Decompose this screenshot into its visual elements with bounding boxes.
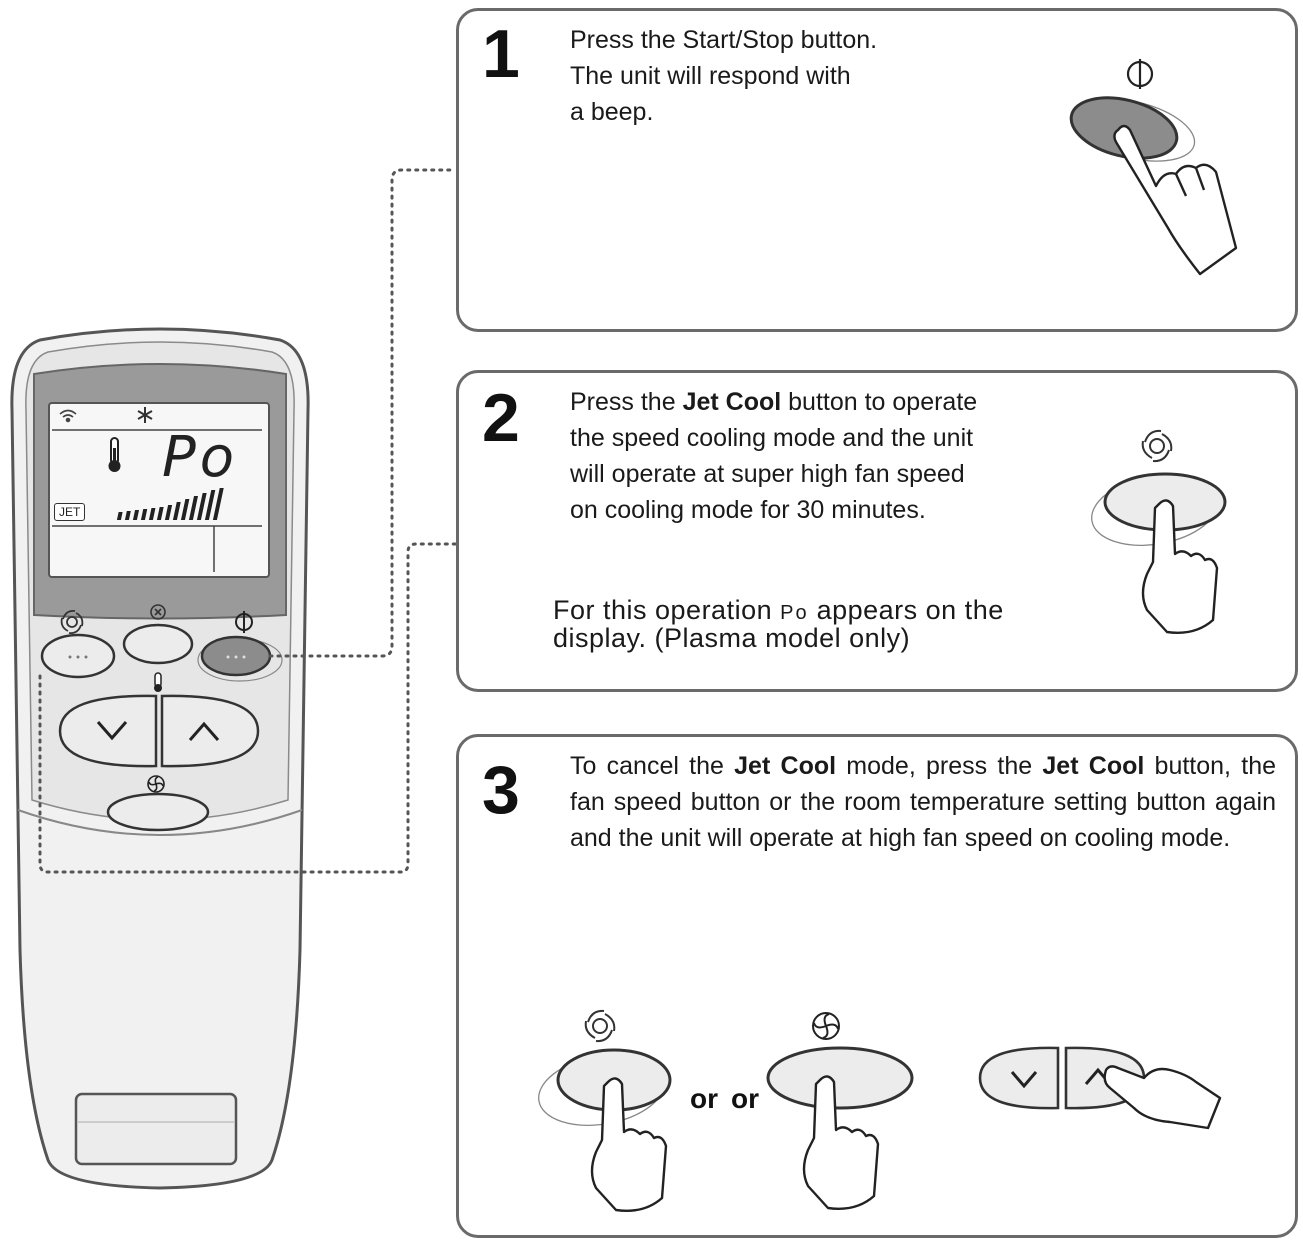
step-2-number: 2	[482, 380, 520, 456]
hand-icon	[590, 1077, 668, 1212]
fan-icon	[812, 1012, 840, 1040]
snowflake-icon	[137, 407, 153, 423]
jet-cool-icon	[60, 610, 84, 634]
temp-down-button	[978, 1046, 1060, 1110]
plasma-icon	[150, 604, 166, 620]
power-icon	[1126, 59, 1154, 89]
note-line: display. (Plasma model only)	[553, 623, 911, 653]
step-1-number: 1	[482, 16, 520, 92]
step-1-line: The unit will respond with	[570, 62, 851, 90]
lcd-contents	[52, 407, 262, 572]
step-3-text: To cancel the Jet Cool mode, press the J…	[570, 748, 1276, 856]
power-icon	[235, 611, 253, 633]
temp-up-button[interactable]	[160, 694, 260, 768]
plasma-button[interactable]	[122, 623, 194, 665]
jet-cool-label: Jet Cool	[734, 752, 837, 780]
jet-cool-button[interactable]	[40, 633, 116, 679]
lcd-code: Po	[162, 425, 239, 490]
step-2-note: For this operation Po appears on the dis…	[553, 595, 1073, 653]
step-1-text: Press the Start/Stop button. The unit wi…	[570, 22, 970, 130]
hand-icon	[1103, 1065, 1222, 1130]
step-2-text: Press the Jet Cool button to operate the…	[570, 384, 1050, 528]
hand-icon	[1113, 124, 1238, 276]
jet-cool-icon	[1141, 429, 1173, 463]
arrow-down-icon	[96, 721, 128, 741]
note-display-code: Po	[780, 602, 809, 624]
note-text-part: For this operation	[553, 595, 781, 625]
hand-icon	[802, 1075, 880, 1210]
remote-buttons	[40, 604, 283, 832]
step-2-line: will operate at super high fan speed	[570, 460, 965, 488]
jet-badge: JET	[54, 503, 86, 521]
wifi-icon	[59, 409, 77, 423]
step-1-line: a beep.	[570, 98, 654, 126]
step-3-text-part: button, the fan speed button or the room…	[570, 752, 1276, 852]
step-2-illustration	[1091, 429, 1227, 634]
step-2-line: on cooling mode for 30 minutes.	[570, 496, 926, 524]
fan-icon	[147, 775, 165, 793]
step-2-box	[456, 370, 1298, 692]
arrow-up-icon	[188, 721, 220, 741]
fan-speed-button[interactable]	[106, 792, 210, 832]
step-3-text-part: To cancel the	[570, 752, 735, 780]
step-2-text-part: button to operate	[781, 388, 978, 416]
note-text-part: appears on the	[808, 595, 1004, 625]
fan-speed-bars	[116, 488, 224, 520]
step-3-number: 3	[482, 752, 520, 828]
step-3-text-part: mode, press the	[836, 752, 1043, 780]
or-label: or	[690, 1083, 718, 1114]
thermometer-icon	[154, 672, 162, 692]
step-3-illustration	[538, 1009, 1222, 1212]
thermometer-icon	[108, 437, 121, 472]
hand-icon	[1141, 499, 1219, 634]
step-2-text-part: Press the	[570, 388, 683, 416]
arrow-down-icon	[1010, 1071, 1038, 1089]
temp-down-button[interactable]	[58, 694, 158, 768]
or-label: or	[731, 1083, 759, 1114]
jet-cool-label: Jet Cool	[1042, 752, 1145, 780]
step-1-illustration	[1069, 59, 1238, 276]
step-2-line: the speed cooling mode and the unit	[570, 424, 974, 452]
fan-speed-button	[766, 1046, 914, 1110]
lcd-screen	[48, 402, 270, 578]
connector-lines	[38, 168, 458, 874]
jet-cool-icon	[584, 1009, 616, 1043]
step-1-line: Press the Start/Stop button.	[570, 26, 878, 54]
step-1-box	[456, 8, 1298, 332]
jet-cool-label: Jet Cool	[682, 388, 782, 416]
